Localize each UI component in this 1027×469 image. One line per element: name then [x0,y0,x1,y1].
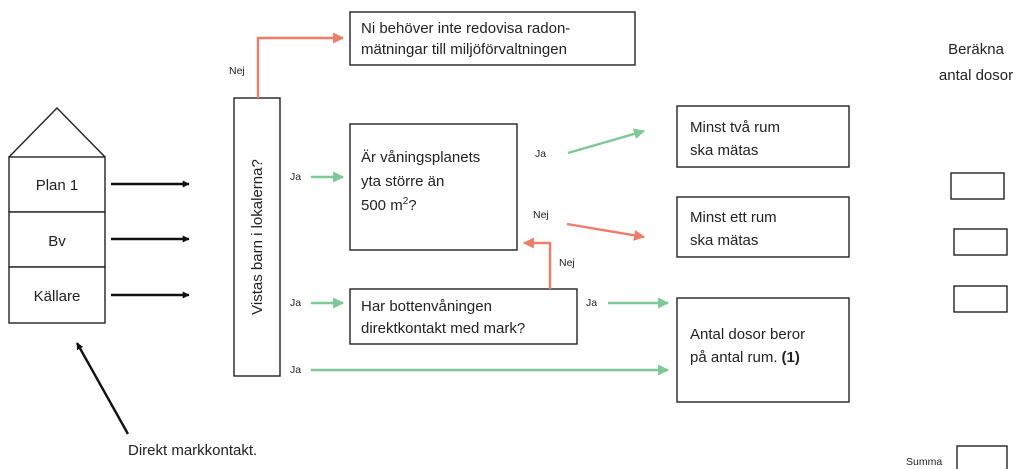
label-ja-doses: Ja [586,297,597,309]
arrow-ja-two-rooms [567,128,646,155]
floor-label-bv: Bv [48,233,66,250]
house: Plan 1 Bv Källare [8,106,106,324]
floor-label-plan1: Plan 1 [36,177,79,194]
label-nej-up: Nej [559,257,575,269]
box-ground-line1: Har bottenvåningen [361,298,492,315]
label-ja-two: Ja [535,148,546,160]
label-ja-area: Ja [290,171,301,183]
box-no-report [349,11,636,66]
box-doses-line2-text: på antal rum. [690,349,778,366]
arrow-ground-contact [75,342,130,435]
box-ground-question [349,288,578,345]
box-no-report-line2: mätningar till miljöförvaltningen [361,41,567,58]
box-two-rooms-line1: Minst två rum [690,119,780,136]
label-ja-bottom: Ja [290,364,301,376]
house-floor-kallare [8,266,106,324]
box-doses-footnote: (1) [782,349,800,366]
label-nej-one: Nej [533,209,549,221]
arrow-nej-up [522,237,552,289]
box-two-rooms [676,105,850,168]
arrow-no-children [256,32,345,98]
dose-input-bv[interactable] [953,228,1008,256]
box-ground-line2: direktkontakt med mark? [361,320,525,337]
area-superscript: 2 [403,196,409,207]
area-question-mark: ? [408,197,416,214]
floor-label-kallare: Källare [34,288,81,305]
box-doses [676,297,850,403]
house-roof [8,106,106,158]
caption-direct-ground: Direkt markkontakt. [128,442,257,459]
header-line2: antal dosor [939,67,1013,84]
box-area-line1: Är våningsplanets [361,149,480,166]
box-doses-line1: Antal dosor beror [690,326,805,343]
box-one-room [676,196,850,258]
sum-label: Summa [906,456,942,468]
box-area-line3: 500 m2? [361,196,417,214]
label-ja-ground: Ja [290,297,301,309]
sum-input[interactable] [956,445,1008,469]
box-no-report-line1: Ni behöver inte redovisa radon- [361,20,570,37]
question-children-box [233,97,281,377]
box-doses-line2: på antal rum.(1) [690,349,800,366]
dose-input-plan1[interactable] [950,172,1005,200]
box-area-line2: yta större än [361,173,444,190]
box-two-rooms-line2: ska mätas [690,142,758,159]
header-line1: Beräkna [948,41,1005,58]
question-children-text: Vistas barn i lokalerna? [249,159,266,315]
area-value: 500 m [361,197,403,214]
house-floor-bv [8,211,106,268]
box-area-question [349,123,518,251]
house-floor-plan1 [8,156,106,213]
label-nej-top: Nej [229,65,245,77]
arrow-nej-one-room [566,222,646,241]
box-one-room-line2: ska mätas [690,232,758,249]
dose-input-kallare[interactable] [953,285,1008,313]
box-one-room-line1: Minst ett rum [690,209,777,226]
